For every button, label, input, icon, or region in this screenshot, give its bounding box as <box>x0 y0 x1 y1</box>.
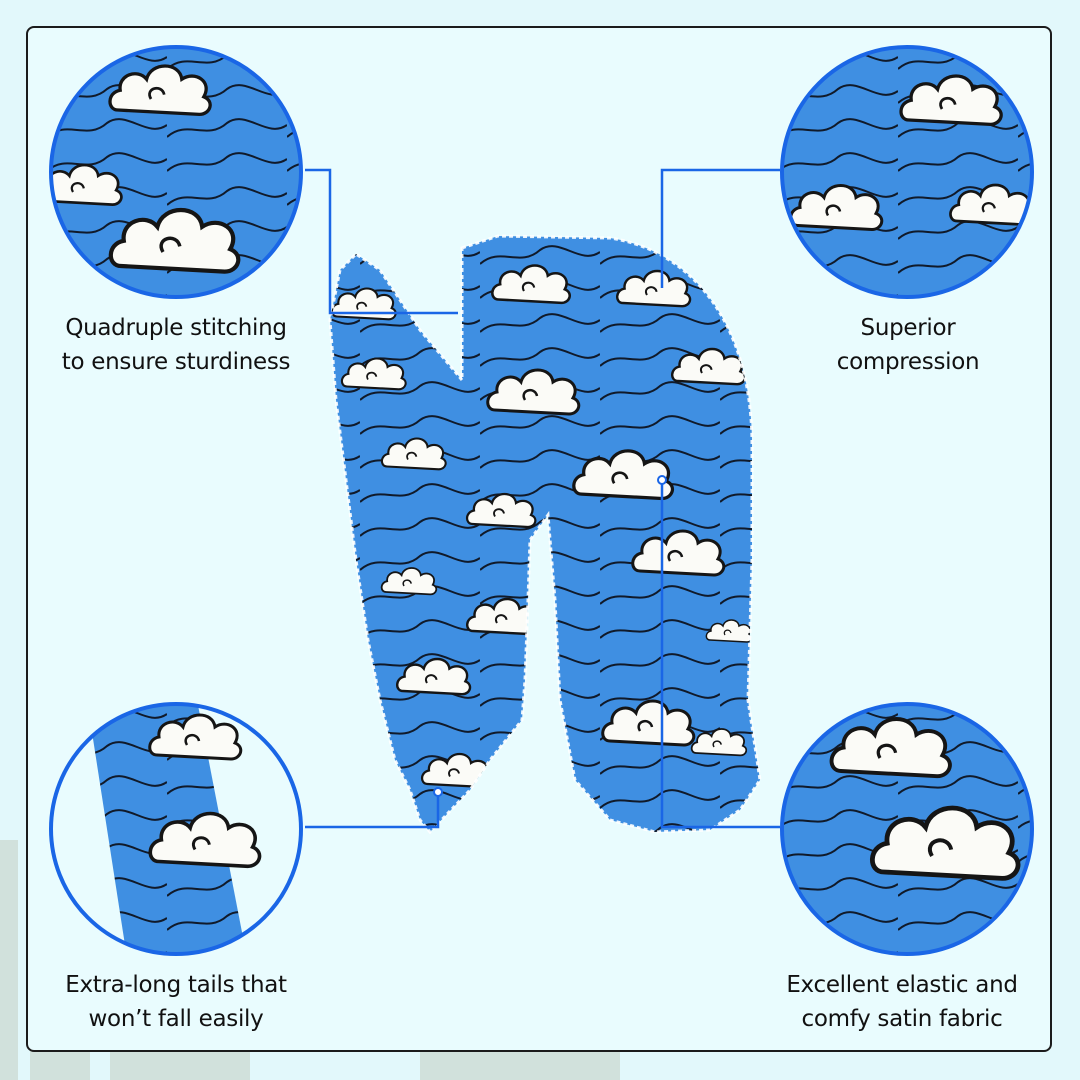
caption-fabric-line1: Excellent elastic and <box>786 972 1018 998</box>
caption-tails-line2: won’t fall easily <box>88 1006 264 1032</box>
detail-circle-tails <box>49 702 303 956</box>
caption-fabric-line2: comfy satin fabric <box>801 1006 1003 1032</box>
detail-circle-fabric <box>780 702 1034 956</box>
caption-compression: Superior compression <box>758 311 1058 379</box>
caption-compression-line2: compression <box>836 349 980 375</box>
caption-tails: Extra-long tails that won’t fall easily <box>26 968 326 1036</box>
caption-compression-line1: Superior <box>860 315 956 341</box>
detail-circle-stitching <box>49 45 303 299</box>
caption-tails-line1: Extra-long tails that <box>65 972 287 998</box>
caption-stitching: Quadruple stitching to ensure sturdiness <box>26 311 326 379</box>
caption-stitching-line2: to ensure sturdiness <box>61 349 291 375</box>
caption-fabric: Excellent elastic and comfy satin fabric <box>752 968 1052 1036</box>
caption-stitching-line1: Quadruple stitching <box>65 315 287 341</box>
detail-circle-compression <box>780 45 1034 299</box>
